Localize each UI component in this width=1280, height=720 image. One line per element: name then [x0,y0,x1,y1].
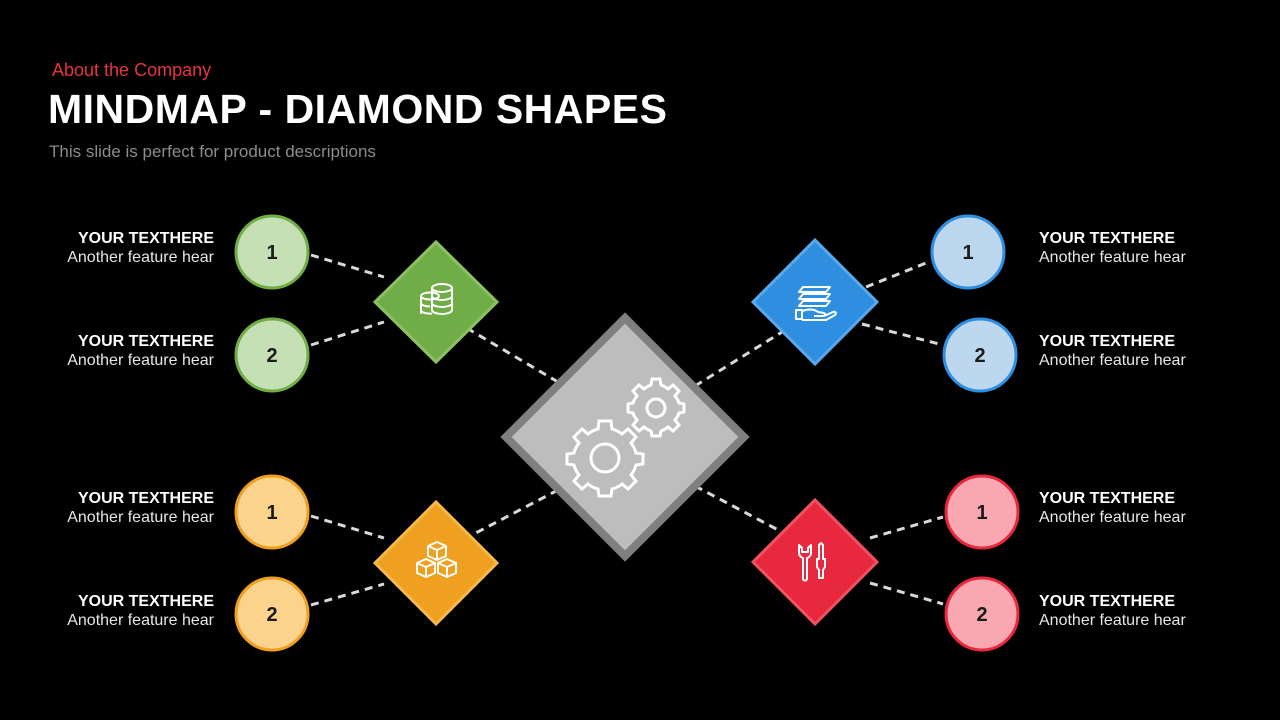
number-circle-bottom-right-1: 1 [944,474,1020,550]
connector-tl-1 [310,253,385,279]
number-circles: 1 2 1 2 1 2 1 2 [234,214,1020,652]
feature-description: Another feature hear [1039,352,1186,369]
connector-br-1 [869,515,944,540]
feature-label-top-right-1: YOUR TEXTHERE Another feature hear [1039,229,1239,267]
number-circle-top-left-2: 2 [234,317,310,393]
connector-br-2 [869,581,944,606]
feature-heading: YOUR TEXTHERE [1039,593,1176,610]
tools-icon [798,542,826,582]
circle-number: 2 [976,604,987,626]
circle-shape [930,214,1006,290]
number-circle-bottom-left-2: 2 [234,576,310,652]
circle-shape [234,474,310,550]
circle-shape [234,317,310,393]
connectors [310,253,944,607]
feature-description: Another feature hear [67,249,214,266]
connector-center-bottom-right [694,484,783,534]
circle-number: 1 [962,242,973,264]
connector-bl-2 [310,582,385,607]
connector-center-top-right [694,330,783,388]
circle-number: 1 [266,242,277,264]
circle-shape [944,576,1020,652]
circle-number: 2 [266,345,277,367]
feature-label-bottom-right-1: YOUR TEXTHERE Another feature hear [1039,489,1239,527]
boxes-icon [416,541,457,578]
connector-center-bottom-left [469,488,559,538]
feature-label-top-right-2: YOUR TEXTHERE Another feature hear [1039,332,1239,370]
circle-shape [944,474,1020,550]
circle-number: 1 [266,502,277,524]
number-circle-bottom-right-2: 2 [944,576,1020,652]
feature-heading: YOUR TEXTHERE [1039,333,1176,350]
coins-stack-icon [420,283,453,315]
feature-description: Another feature hear [67,612,214,629]
circle-shape [234,214,310,290]
feature-heading: YOUR TEXTHERE [77,333,214,350]
circle-shape [942,317,1018,393]
hand-cash-icon [795,286,837,321]
circle-number: 2 [974,345,985,367]
feature-description: Another feature hear [1039,249,1186,266]
connector-tr-1 [865,259,932,289]
branch-diamond-bottom-left [372,499,500,627]
feature-description: Another feature hear [67,352,214,369]
branch-diamond-top-left [372,239,500,365]
branch-diamond-top-right [750,237,880,367]
feature-label-top-left-2: YOUR TEXTHERE Another feature hear [14,332,214,370]
feature-description: Another feature hear [1039,509,1186,526]
feature-label-top-left-1: YOUR TEXTHERE Another feature hear [14,229,214,267]
circle-number: 2 [266,604,277,626]
feature-heading: YOUR TEXTHERE [77,593,214,610]
feature-heading: YOUR TEXTHERE [1039,490,1176,507]
page-title: MINDMAP - DIAMOND SHAPES [48,86,668,132]
center-diamond [500,312,750,562]
kicker-text: About the Company [52,60,212,80]
circle-shape [234,576,310,652]
connector-tr-2 [861,322,944,347]
feature-heading: YOUR TEXTHERE [77,490,214,507]
connector-center-top-left [469,328,559,384]
feature-label-bottom-left-1: YOUR TEXTHERE Another feature hear [14,489,214,527]
number-circle-top-left-1: 1 [234,214,310,290]
feature-label-bottom-left-2: YOUR TEXTHERE Another feature hear [14,592,214,630]
branch-diamond-bottom-right [750,497,880,627]
connector-bl-1 [310,514,385,540]
feature-label-bottom-right-2: YOUR TEXTHERE Another feature hear [1039,592,1239,630]
page-subtitle: This slide is perfect for product descri… [49,142,376,161]
number-circle-bottom-left-1: 1 [234,474,310,550]
connector-tl-2 [310,320,385,347]
number-circle-top-right-2: 2 [942,317,1018,393]
feature-description: Another feature hear [67,509,214,526]
number-circle-top-right-1: 1 [930,214,1006,290]
feature-heading: YOUR TEXTHERE [1039,230,1176,247]
circle-number: 1 [976,502,987,524]
feature-description: Another feature hear [1039,612,1186,629]
feature-heading: YOUR TEXTHERE [77,230,214,247]
gears-icon [565,377,686,498]
